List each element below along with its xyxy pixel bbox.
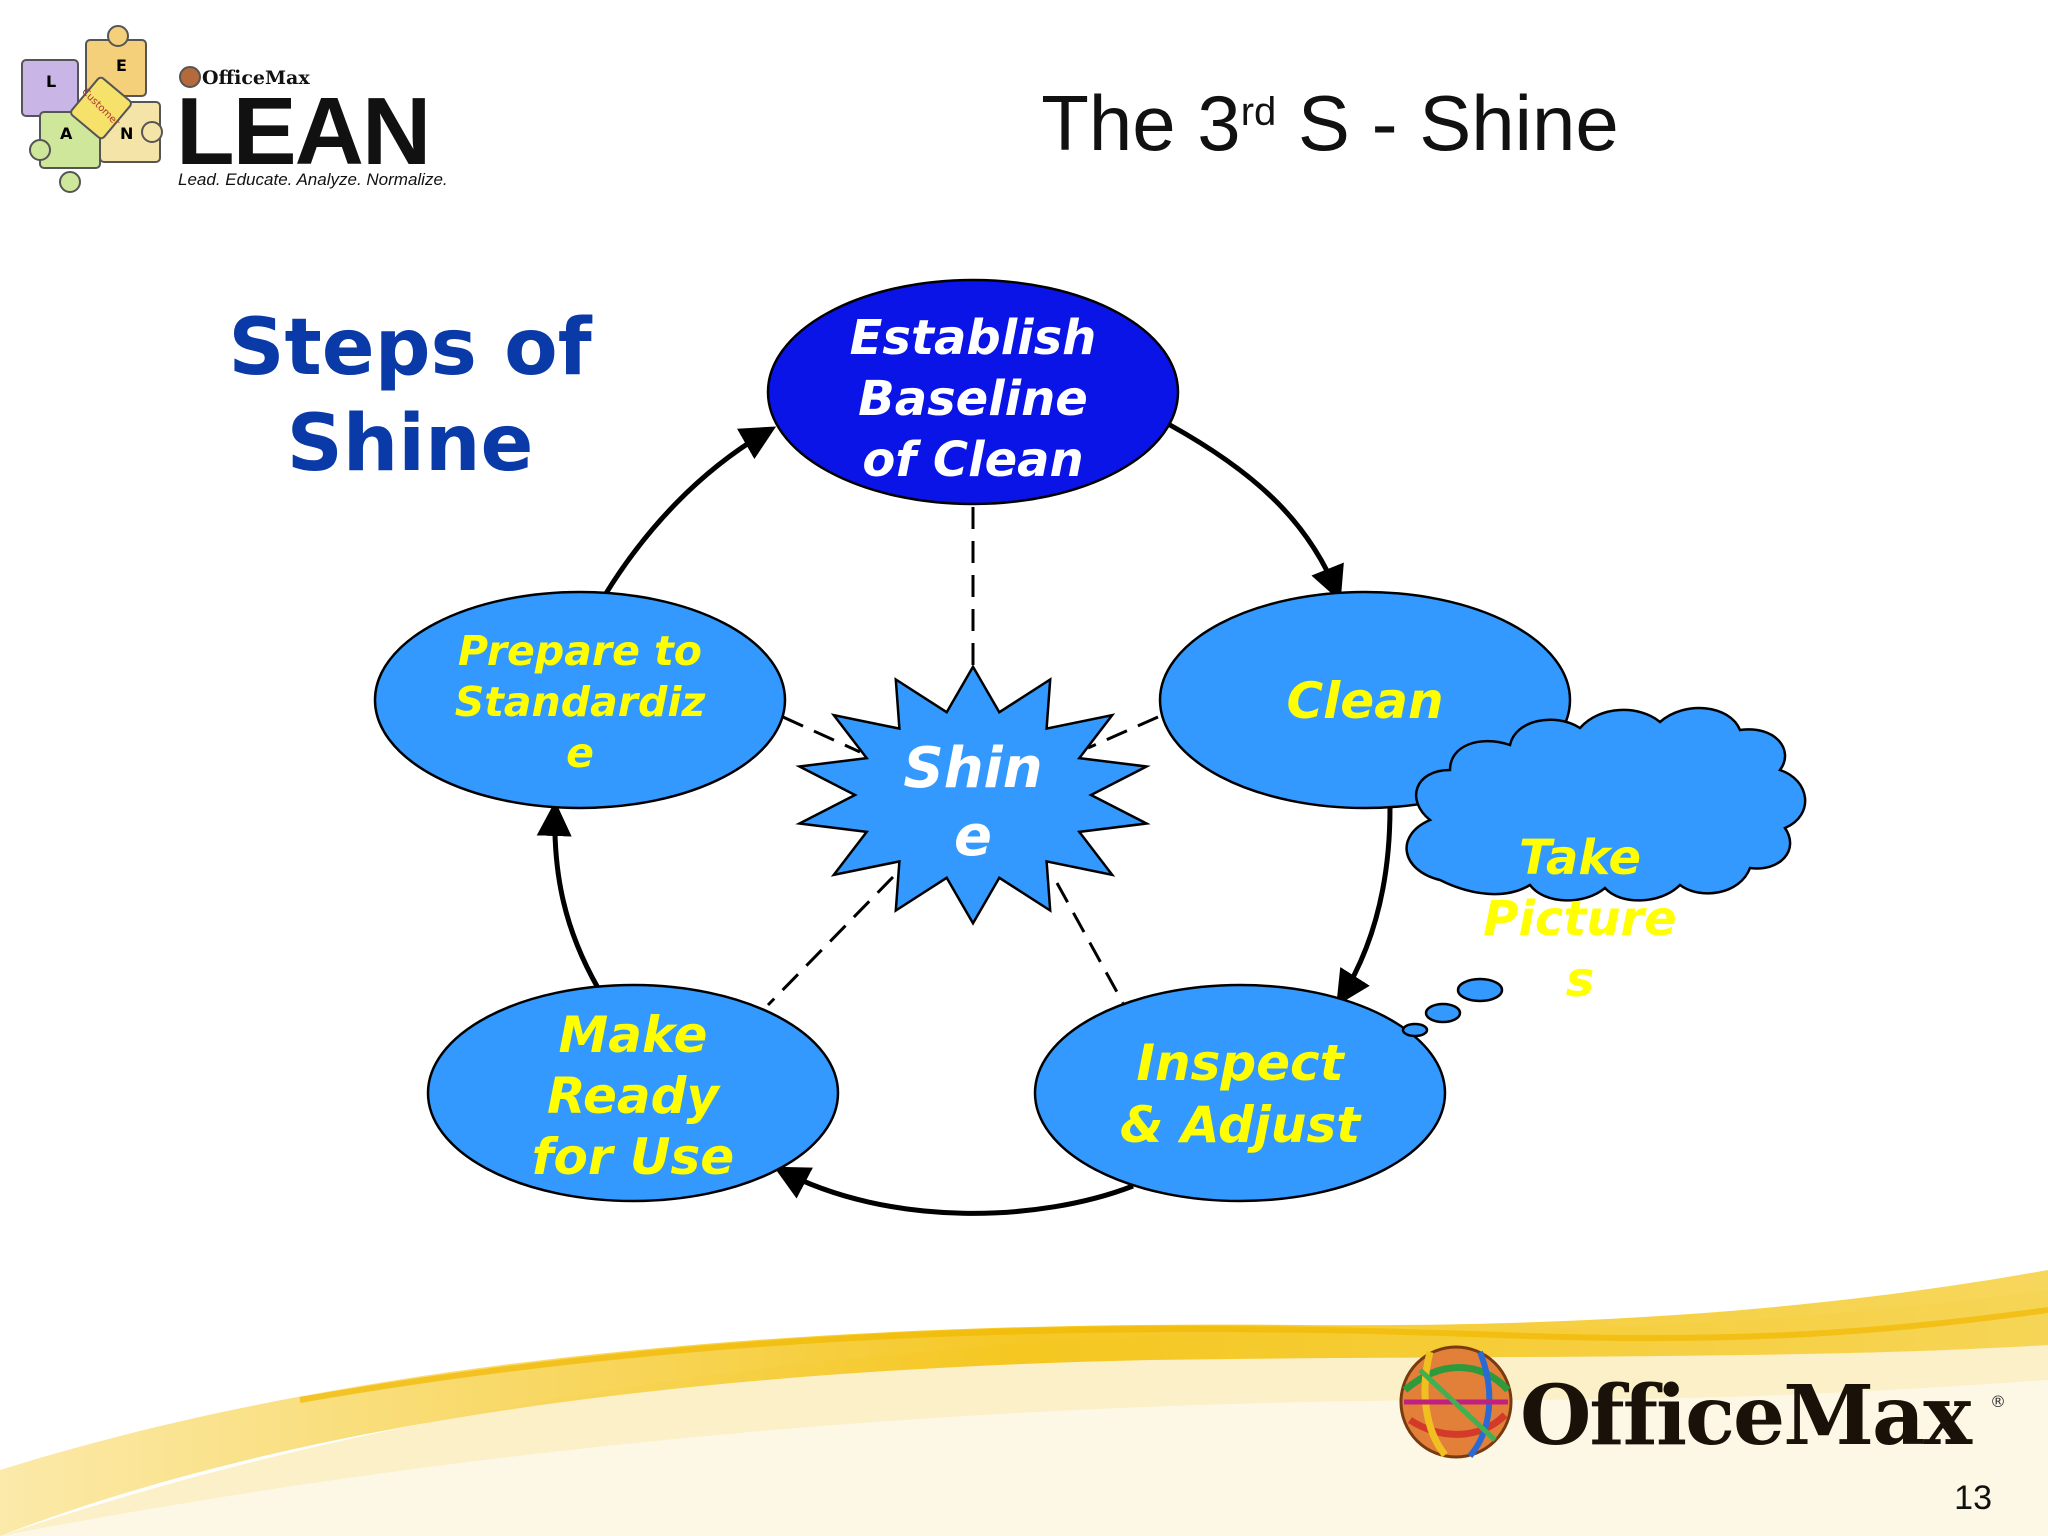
steps-heading: Steps of Shine <box>210 300 610 492</box>
node-baseline-shape <box>766 278 1180 506</box>
center-shine-line-2: e <box>954 804 992 869</box>
callout-take-pictures-label: Take Picture s <box>1440 828 1720 1011</box>
node-baseline-line-3: of Clean <box>862 432 1084 488</box>
puzzle-letter-l: L <box>46 72 57 91</box>
lean-puzzle-logo <box>21 25 201 193</box>
officemax-ball-logo <box>1399 1345 1513 1459</box>
cycle-arrows <box>536 422 1393 1216</box>
slide-title: The 3rd S - Shine <box>880 78 1780 169</box>
title-superscript: rd <box>1240 90 1277 134</box>
puzzle-letter-n: N <box>120 124 134 143</box>
node-prepare-line-1: Prepare to <box>458 627 702 675</box>
steps-heading-line-2: Shine <box>286 399 534 489</box>
node-ready-shape <box>426 983 840 1203</box>
node-inspect-line-1: Inspect <box>1136 1034 1344 1092</box>
puzzle-letter-e: E <box>116 56 127 75</box>
title-part-2: S - Shine <box>1276 79 1619 167</box>
node-prepare-label: Prepare to Standardiz e <box>400 626 760 779</box>
lean-logo-tagline: Lead. Educate. Analyze. Normalize. <box>178 170 448 189</box>
node-ready-line-2: Ready <box>546 1067 720 1125</box>
lean-logo-word: LEAN <box>176 78 431 185</box>
node-prepare-line-2: Standardiz <box>454 678 706 726</box>
page-number: 13 <box>1954 1479 1992 1517</box>
node-clean-label: Clean <box>1175 670 1555 732</box>
node-baseline-line-1: Establish <box>849 310 1097 366</box>
dashed-spokes <box>766 507 1159 1007</box>
callout-line-3: s <box>1565 952 1595 1008</box>
title-part-1: The 3 <box>1041 79 1241 167</box>
lean-logo-brand: OfficeMax <box>202 67 310 89</box>
steps-heading-line-1: Steps of <box>228 303 592 393</box>
node-ready-line-1: Make <box>558 1006 708 1064</box>
node-inspect-shape <box>1033 983 1447 1203</box>
center-shine-line-1: Shin <box>903 736 1043 801</box>
callout-line-2: Picture <box>1483 891 1677 947</box>
officemax-logo-text: OfficeMax <box>1520 1368 1972 1464</box>
node-prepare-shape <box>373 590 787 810</box>
node-inspect-label: Inspect & Adjust <box>1050 1032 1430 1156</box>
node-ready-line-3: for Use <box>531 1128 735 1186</box>
center-shine-label: Shin e <box>863 735 1083 871</box>
registered-mark: ® <box>1990 1392 2006 1411</box>
callout-line-1: Take <box>1518 830 1642 886</box>
node-baseline-label: Establish Baseline of Clean <box>783 308 1163 491</box>
node-clean-line-1: Clean <box>1286 672 1444 730</box>
footer-swoosh <box>0 1270 2048 1536</box>
thought-cloud <box>1401 706 1807 1038</box>
puzzle-letter-a: A <box>60 124 73 143</box>
node-prepare-line-3: e <box>566 729 594 777</box>
node-inspect-line-2: & Adjust <box>1119 1096 1361 1154</box>
center-star-shape <box>795 664 1151 926</box>
node-ready-label: Make Ready for Use <box>443 1005 823 1188</box>
node-baseline-line-2: Baseline <box>858 371 1088 427</box>
